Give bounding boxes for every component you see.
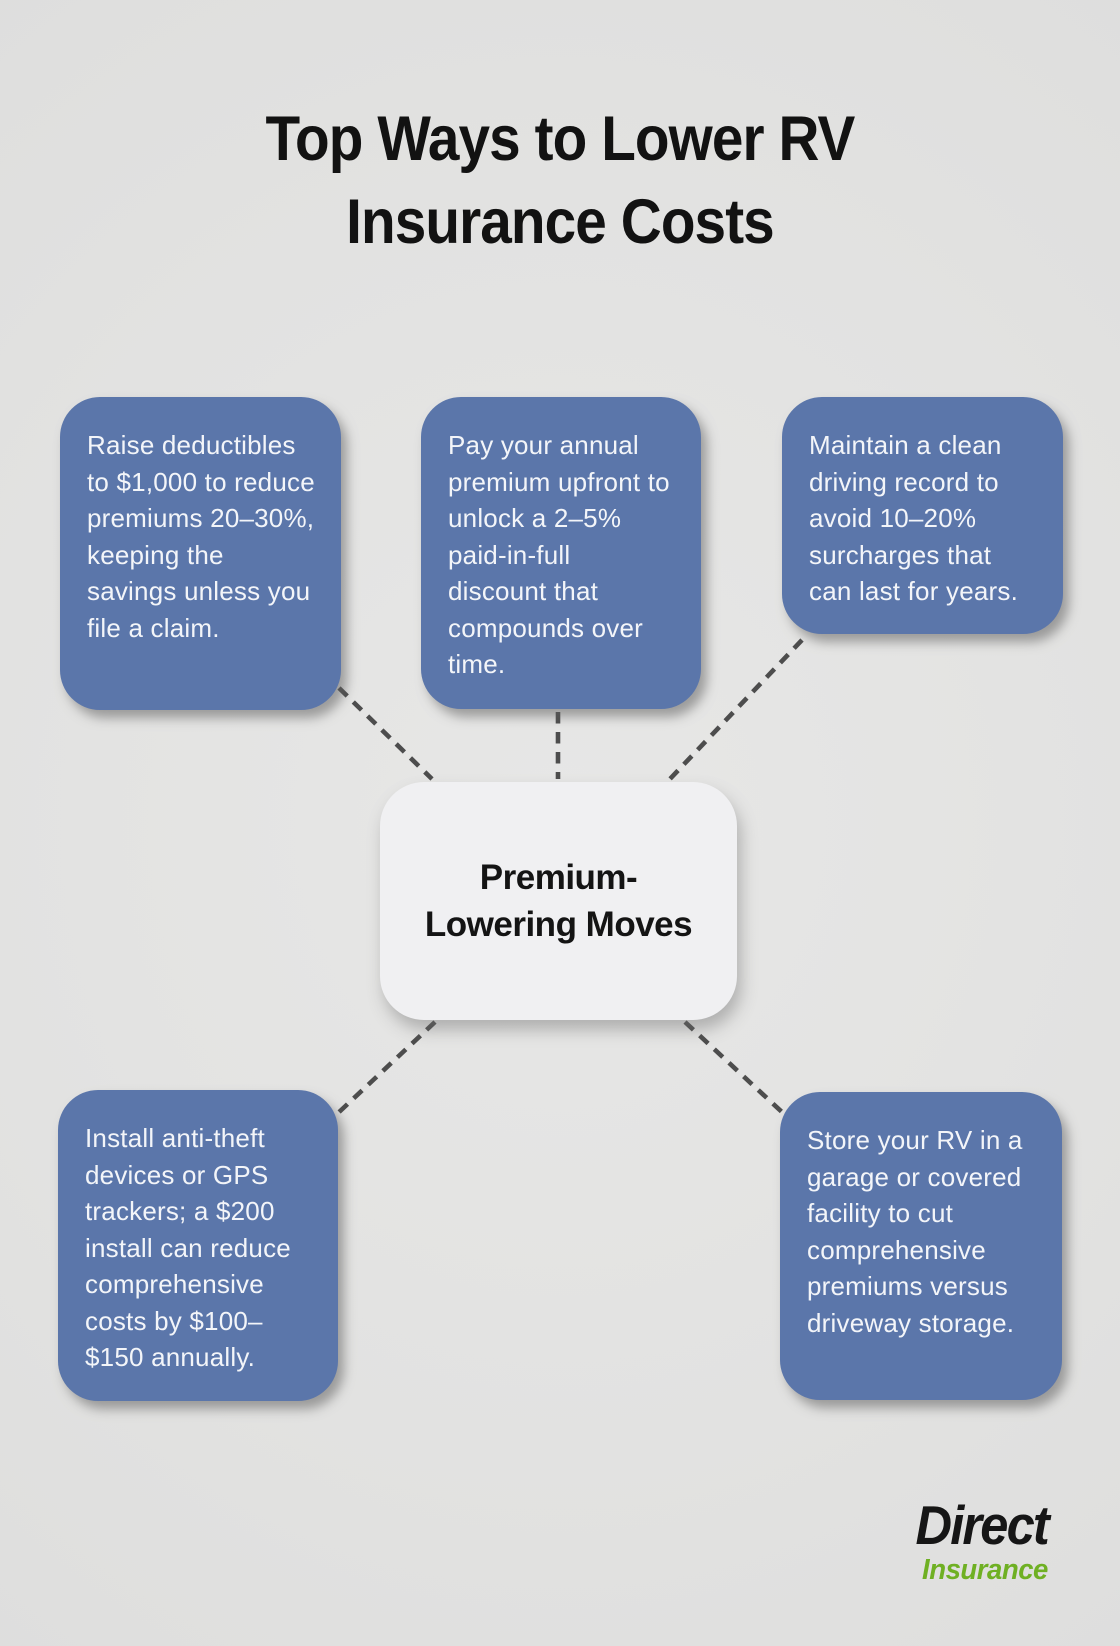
brand-logo-name: Direct <box>915 1494 1050 1556</box>
connector-bottom-right <box>683 1020 785 1115</box>
connector-top-left <box>337 686 434 781</box>
brand-logo-tagline: Insurance <box>922 1554 1048 1586</box>
brand-logo: Direct Insurance <box>904 1494 1050 1586</box>
tip-node-pay-upfront: Pay your annual premium upfront to unloc… <box>421 397 701 709</box>
tip-node-raise-deductibles: Raise deductibles to $1,000 to reduce pr… <box>60 397 341 710</box>
infographic-title: Top Ways to Lower RV Insurance Costs <box>265 104 856 257</box>
center-node-label: Premium- Lowering Moves <box>424 858 693 944</box>
tip-node-anti-theft-devices: Install anti-theft devices or GPS tracke… <box>58 1090 338 1401</box>
connector-bottom-left <box>335 1020 437 1116</box>
center-node: Premium- Lowering Moves <box>380 782 737 1020</box>
tip-node-clean-driving-record: Maintain a clean driving record to avoid… <box>782 397 1063 634</box>
tip-node-covered-storage: Store your RV in a garage or covered fac… <box>780 1092 1062 1400</box>
